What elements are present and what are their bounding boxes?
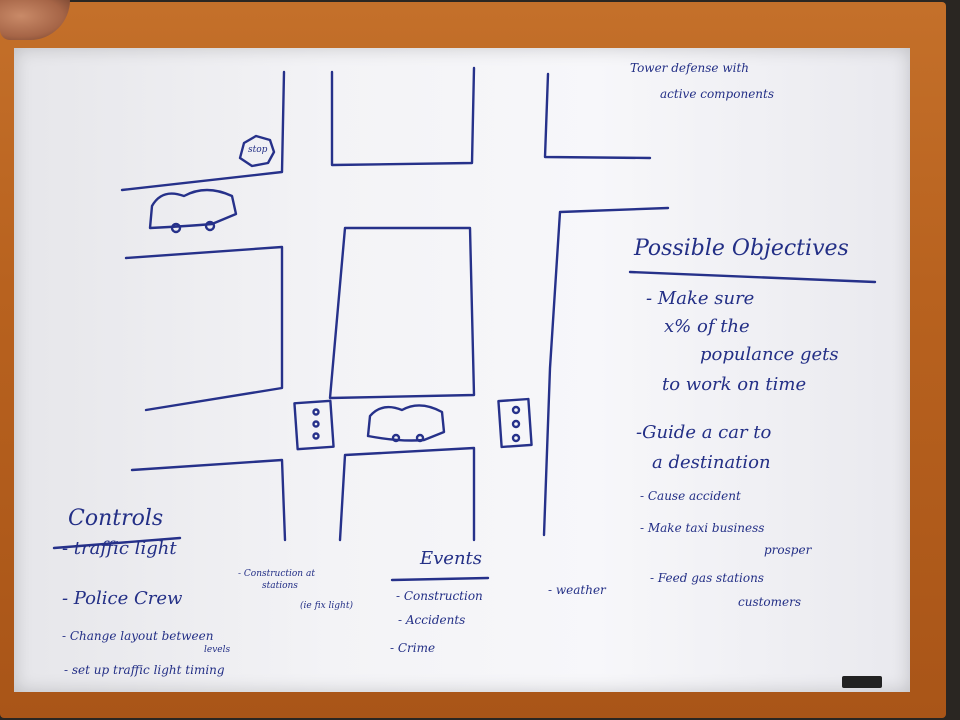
stop-sign-icon xyxy=(238,134,276,168)
weather-label: - weather xyxy=(548,583,606,597)
objective-line: -Guide a car to xyxy=(636,422,772,443)
block-center xyxy=(328,226,476,400)
car-wheel-icon xyxy=(204,220,216,232)
block-bottom-left xyxy=(130,458,287,542)
block-top-right xyxy=(543,72,652,160)
objective-line: to work on time xyxy=(662,374,807,395)
objective-line: - Make sure xyxy=(646,288,755,309)
car-wheel-icon xyxy=(391,433,401,443)
objective-line: prosper xyxy=(764,543,812,557)
car-icon-middle xyxy=(366,404,446,442)
traffic-light-lamp xyxy=(511,419,521,429)
objective-line: - Feed gas stations xyxy=(650,571,764,585)
control-line: - Police Crew xyxy=(62,588,183,609)
control-line: - Change layout between xyxy=(62,629,214,643)
block-bottom-middle xyxy=(338,446,476,542)
control-line: levels xyxy=(204,645,231,655)
traffic-light-lamp xyxy=(312,420,320,428)
control-line: - set up traffic light timing xyxy=(64,663,225,677)
objective-line: - Cause accident xyxy=(640,489,741,503)
block-top-left xyxy=(120,70,286,192)
traffic-light-icon-left xyxy=(293,399,335,451)
traffic-light-icon-right xyxy=(497,397,533,449)
objective-line: x% of the xyxy=(664,316,750,337)
traffic-light-lamp xyxy=(312,432,320,440)
stop-sign-label: stop xyxy=(248,145,268,155)
note-line-1: Tower defense with xyxy=(630,61,750,75)
whiteboard-surface xyxy=(14,48,910,692)
control-note-line: stations xyxy=(262,581,298,591)
event-line: - Construction xyxy=(396,589,483,603)
objective-line: a destination xyxy=(652,452,771,473)
control-note-line: (ie fix light) xyxy=(300,601,353,611)
event-line: - Crime xyxy=(390,641,436,655)
objective-line: customers xyxy=(738,595,802,609)
control-note-line: - Construction at xyxy=(238,569,315,579)
block-top-middle xyxy=(330,66,476,167)
traffic-light-lamp xyxy=(511,405,521,415)
event-line: - Accidents xyxy=(398,613,466,627)
objective-line: populance gets xyxy=(700,344,839,365)
traffic-light-lamp xyxy=(511,433,521,443)
car-wheel-icon xyxy=(415,433,425,443)
events-heading: Events xyxy=(420,548,483,569)
block-middle-left xyxy=(124,245,284,412)
control-line: - traffic light xyxy=(62,538,177,559)
events-underline xyxy=(390,576,490,582)
car-wheel-icon xyxy=(170,222,182,234)
frame-brand-tag xyxy=(842,676,882,688)
note-line-2: active components xyxy=(660,87,774,101)
traffic-light-lamp xyxy=(312,408,320,416)
car-icon-top xyxy=(148,188,238,230)
road-right-edge xyxy=(542,206,670,537)
objectives-underline xyxy=(628,270,877,284)
controls-heading: Controls xyxy=(68,506,164,531)
controls-underline xyxy=(52,536,182,550)
objective-line: - Make taxi business xyxy=(640,521,765,535)
objectives-heading: Possible Objectives xyxy=(634,236,849,261)
